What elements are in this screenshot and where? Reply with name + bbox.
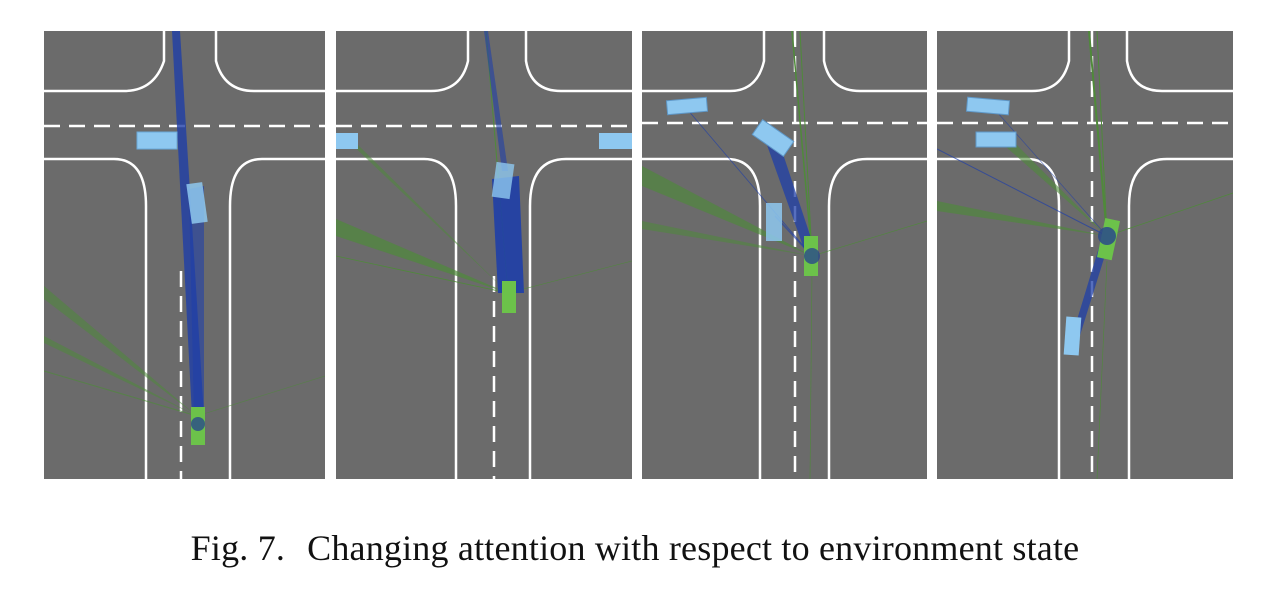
road-boundaries — [642, 31, 927, 479]
scene-panel-4 — [937, 31, 1233, 479]
figure-caption-text: Changing attention with respect to envir… — [307, 528, 1080, 568]
other-vehicle — [975, 131, 1017, 148]
other-vehicle — [766, 203, 782, 241]
attention-strong-lines — [484, 31, 524, 293]
road-boundaries — [44, 31, 325, 479]
ego-attention-marker — [191, 417, 205, 431]
scene-panel-2 — [336, 31, 632, 479]
other-vehicle — [1063, 316, 1082, 356]
other-vehicle — [665, 96, 709, 116]
ego-vehicle — [502, 281, 516, 313]
other-vehicle — [491, 161, 515, 200]
other-vehicle — [751, 119, 795, 157]
other-vehicle — [136, 131, 178, 150]
other-vehicle — [186, 182, 208, 224]
other-vehicle — [336, 133, 358, 149]
other-vehicle — [599, 133, 632, 149]
scene-panel-3 — [642, 31, 927, 479]
scene-panel-1 — [44, 31, 325, 479]
attention-strong-lines — [172, 31, 204, 416]
other-vehicle — [965, 96, 1011, 116]
ego-attention-marker — [804, 248, 820, 264]
road-boundaries — [336, 31, 632, 479]
attention-weak-lines — [336, 31, 632, 294]
attention-weak-lines — [642, 31, 927, 479]
attention-strong-lines — [937, 102, 1111, 345]
ego-attention-marker — [1098, 227, 1116, 245]
figure-caption: Fig. 7. Changing attention with respect t… — [0, 527, 1270, 569]
attention-weak-lines — [44, 286, 325, 417]
figure-label: Fig. 7. — [190, 528, 286, 568]
attention-weak-lines — [937, 31, 1233, 479]
